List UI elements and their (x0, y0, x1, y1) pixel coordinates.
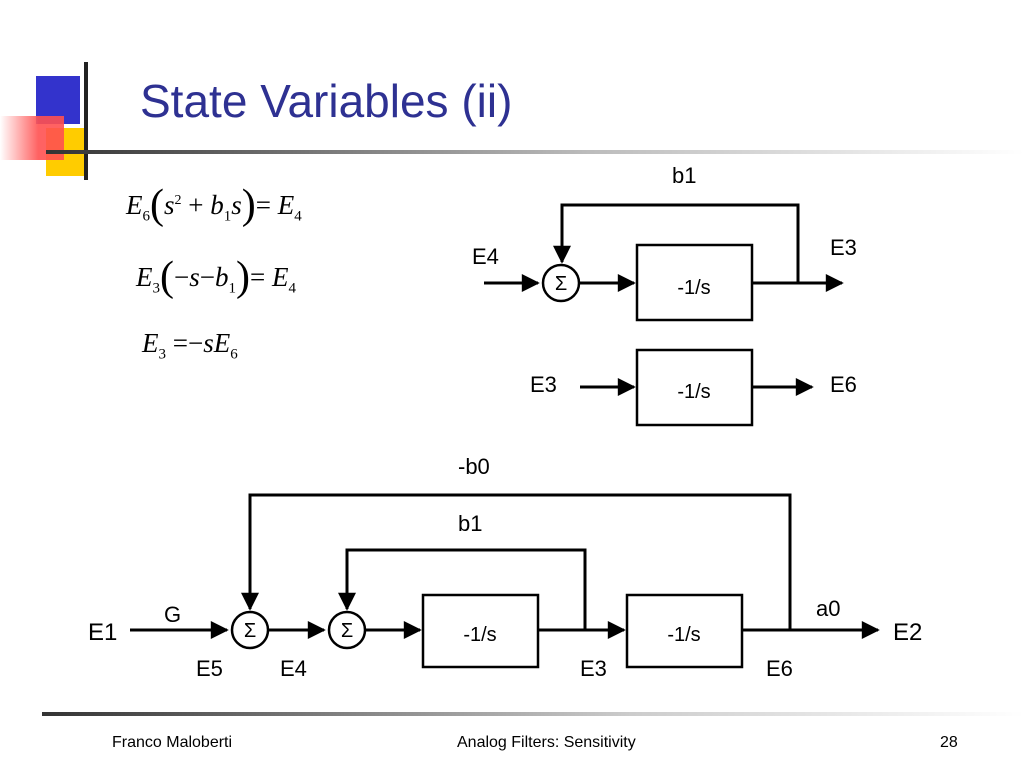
eq2-rhs-symbol: E (271, 262, 289, 292)
eq2-b-sub: 1 (228, 280, 236, 297)
equation-3: E3 =−sE6 (142, 328, 238, 363)
eq1-s: s (164, 190, 175, 220)
top-input-label: E4 (472, 244, 499, 269)
eq2-rhs-sub: 4 (288, 280, 296, 297)
equation-2: E3(−s−b1)= E4 (136, 254, 296, 300)
footer-course: Analog Filters: Sensitivity (457, 734, 636, 751)
eq1-equals: = (255, 190, 271, 220)
eq3-rhs-sub: 6 (230, 346, 238, 363)
equation-1: E6(s2 + b1s)= E4 (126, 182, 302, 228)
eq2-minus2: − (199, 262, 215, 292)
bottom-output-label: E2 (893, 619, 922, 646)
bottom-sum1-symbol: Σ (244, 620, 256, 642)
title-underline (46, 150, 1024, 154)
bottom-output-gain-label: a0 (816, 596, 840, 621)
bottom-node-e6-label: E6 (766, 656, 793, 681)
eq2-equals: = (249, 262, 266, 292)
slide-title: State Variables (ii) (140, 75, 513, 127)
eq2-lhs-symbol: E (136, 262, 153, 292)
eq1-rhs-symbol: E (277, 190, 295, 220)
eq3-rhs-symbol: E (213, 328, 231, 358)
deco-vertical-rule (84, 62, 88, 180)
bottom-gain-label: G (164, 602, 181, 627)
eq3-lhs-symbol: E (142, 328, 159, 358)
footer-author: Franco Maloberti (112, 734, 233, 751)
bottom-node-e4-label: E4 (280, 656, 307, 681)
bottom-block2-label: -1/s (667, 624, 700, 646)
bottom-inner-feedback-label: b1 (458, 511, 482, 536)
diagram-top (484, 203, 844, 322)
diagram-bottom (130, 493, 880, 669)
eq1-plus: + (188, 190, 204, 220)
eq2-minus: − (174, 262, 190, 292)
footer-rule (42, 712, 1024, 716)
mid-input-label: E3 (530, 372, 557, 397)
mid-block-label: -1/s (677, 381, 710, 403)
bottom-outer-feedback-wire (241, 493, 792, 630)
eq1-lhs-sub: 6 (142, 208, 151, 225)
bottom-block1-label: -1/s (463, 624, 496, 646)
bottom-inner-feedback-wire (338, 548, 587, 630)
bottom-input-label: E1 (88, 619, 117, 646)
eq1-s-sup: 2 (174, 193, 182, 208)
top-feedback-label: b1 (672, 163, 696, 188)
bottom-sum2-symbol: Σ (341, 620, 353, 642)
bottom-node-e3-label: E3 (580, 656, 607, 681)
eq3-equals: = (172, 328, 188, 358)
top-block-label: -1/s (677, 277, 710, 299)
top-sum-symbol: Σ (555, 273, 567, 295)
footer-page-number: 28 (940, 734, 958, 751)
eq1-rhs-sub: 4 (294, 208, 302, 225)
eq3-lhs-sub: 3 (158, 346, 167, 363)
eq2-b: b (214, 262, 229, 292)
eq1-b: b (210, 190, 224, 220)
eq3-minus: − (187, 328, 204, 358)
top-feedback-wire (553, 203, 800, 283)
bottom-outer-feedback-label: -b0 (458, 454, 490, 479)
eq3-s: s (203, 328, 214, 358)
diagram-middle (580, 348, 814, 427)
eq1-b-sub: 1 (223, 208, 232, 225)
eq2-s: s (189, 262, 200, 292)
mid-output-label: E6 (830, 372, 857, 397)
eq1-s2: s (231, 190, 242, 220)
top-output-label: E3 (830, 235, 857, 260)
bottom-node-e5-label: E5 (196, 656, 223, 681)
eq2-lhs-sub: 3 (152, 280, 161, 297)
eq1-lhs-symbol: E (126, 190, 143, 220)
